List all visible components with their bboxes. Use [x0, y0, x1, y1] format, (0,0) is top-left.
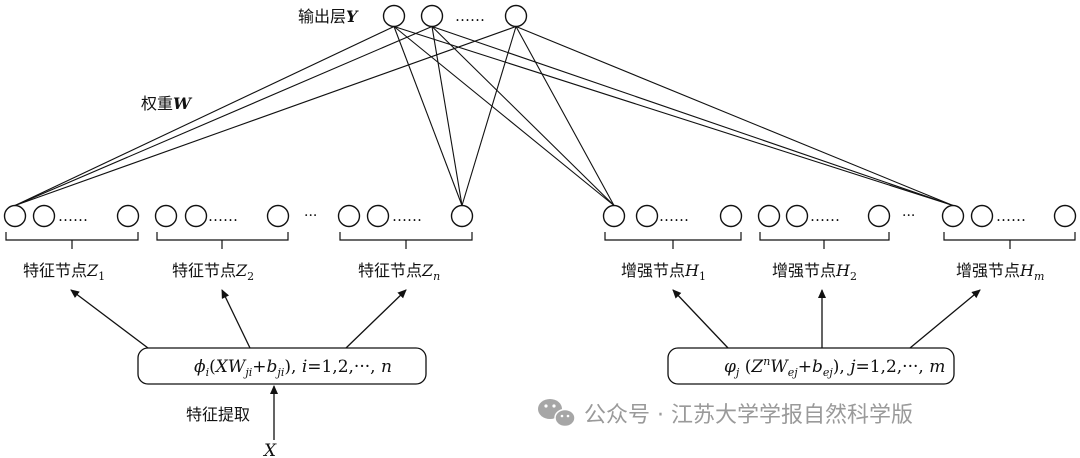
group-ellipsis: …… — [996, 207, 1026, 225]
weight-edge — [515, 25, 954, 207]
group-ellipsis: …… — [659, 207, 689, 225]
enhance-node — [1053, 204, 1077, 228]
group-ellipsis: …… — [810, 207, 840, 225]
weight-edge — [431, 26, 615, 206]
enhance-group-label: 增强节点H2 — [772, 261, 857, 283]
weight-label: 权重W — [141, 94, 193, 113]
feature-extraction-label: 特征提取 — [186, 405, 250, 424]
feature-group-label: 特征节点Z1 — [23, 261, 105, 283]
arrow-to-h1 — [672, 289, 729, 349]
arrow-to-z2 — [221, 289, 251, 349]
enhance-node — [785, 204, 809, 228]
weight-edge — [14, 26, 395, 206]
feature-function-formula: ϕi(XWji+bji), i=1,2,···, n — [194, 357, 392, 379]
feature-node — [184, 204, 208, 228]
arrow-to-hm — [909, 289, 981, 349]
enhance-node — [941, 204, 965, 228]
between-group-ellipsis: ··· — [304, 208, 317, 224]
watermark-text: 公众号 · 江苏大学学报自然科学版 — [584, 403, 913, 428]
arrow-to-zn — [345, 289, 407, 349]
group-ellipsis: …… — [392, 207, 422, 225]
feature-function-box — [137, 347, 427, 385]
enhance-function-box — [667, 347, 955, 385]
weight-edge — [393, 25, 954, 207]
enhance-mapping-box: φj (ZnWej+bej), j=1,2,···, m — [667, 347, 955, 385]
feature-node — [266, 204, 290, 228]
weight-edge — [393, 26, 615, 206]
wechat-icon — [538, 399, 576, 428]
watermark: 公众号 · 江苏大学学报自然科学版 — [538, 399, 913, 428]
output-ellipsis: …… — [455, 7, 485, 25]
feature-group-label: 特征节点Zn — [358, 261, 440, 283]
input-x-label: X — [262, 441, 277, 458]
feature-node — [154, 204, 178, 228]
arrow-to-z1 — [70, 289, 149, 349]
output-node — [504, 4, 528, 28]
brace-enhance-h2 — [759, 232, 890, 249]
enhance-node — [867, 204, 891, 228]
brace-feature-zn — [339, 232, 473, 249]
brace-feature-z1 — [5, 232, 139, 249]
output-layer-label: 输出层Y — [298, 7, 359, 26]
enhance-function-formula: φj (ZnWej+bej), j=1,2,···, m — [724, 355, 945, 379]
output-node — [382, 4, 406, 28]
hidden-layer-nodes: …… …… …… …… …… …… ··· ··· — [3, 204, 1077, 228]
feature-node — [3, 204, 27, 228]
feature-node — [366, 204, 390, 228]
feature-group-label: 特征节点Z2 — [172, 261, 254, 283]
brace-enhance-h1 — [604, 232, 742, 249]
group-ellipsis: …… — [208, 207, 238, 225]
enhance-node — [970, 204, 994, 228]
between-group-ellipsis: ··· — [902, 208, 915, 224]
enhance-node — [757, 204, 781, 228]
feature-mapping-box: ϕi(XWji+bji), i=1,2,···, n — [137, 347, 427, 385]
weight-edge — [14, 25, 433, 207]
enhance-node — [602, 204, 626, 228]
group-ellipsis: …… — [58, 207, 88, 225]
feature-node — [337, 204, 361, 228]
weight-edge — [431, 26, 463, 206]
feature-group-labels: 特征节点Z1 特征节点Z2 特征节点Zn — [23, 261, 440, 283]
output-node — [420, 4, 444, 28]
enhance-group-label: 增强节点Hm — [956, 261, 1044, 283]
enhance-group-labels: 增强节点H1 增强节点H2 增强节点Hm — [621, 261, 1044, 283]
weight-edge — [393, 26, 463, 206]
weight-edge — [461, 26, 517, 206]
enhance-group-label: 增强节点H1 — [621, 261, 706, 283]
weight-edge — [431, 25, 954, 207]
feature-node — [116, 204, 140, 228]
weight-connections — [14, 25, 954, 207]
weight-edge — [515, 26, 615, 206]
feature-node — [450, 204, 474, 228]
enhance-node — [719, 204, 743, 228]
group-braces — [5, 232, 1076, 249]
output-layer: 输出层Y …… — [298, 4, 528, 28]
brace-enhance-hm — [943, 232, 1076, 249]
weight-edge — [14, 25, 517, 207]
enhance-node — [635, 204, 659, 228]
feature-node — [32, 204, 56, 228]
mapping-arrows — [70, 289, 981, 440]
brace-feature-z2 — [156, 232, 289, 249]
